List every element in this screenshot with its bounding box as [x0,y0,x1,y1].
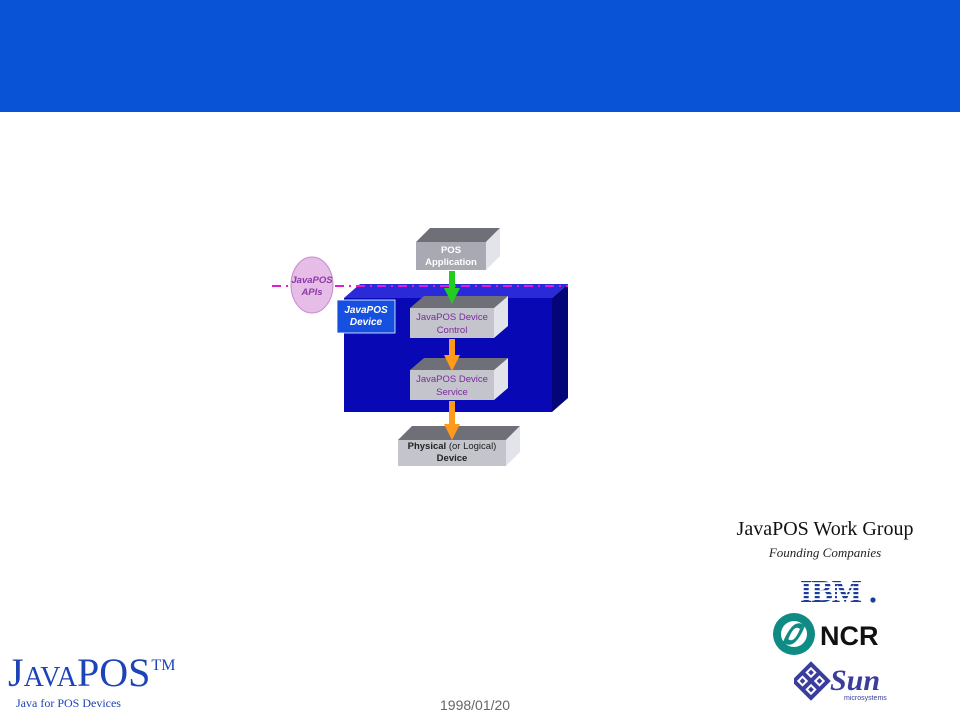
ncr-logo: NCR [773,613,879,655]
sun-logo: Sun microsystems [794,661,887,702]
svg-text:POS: POS [441,245,461,256]
svg-text:JavaPOS: JavaPOS [291,275,333,286]
svg-text:APIs: APIs [300,287,322,298]
javapos-brand-logo: JAVAPOSTM [8,650,176,695]
svg-text:JavaPOS Device: JavaPOS Device [416,374,488,385]
svg-text:microsystems: microsystems [844,695,887,702]
svg-text:NCR: NCR [820,621,879,651]
svg-text:IBM: IBM [800,576,862,606]
device-service-block: JavaPOS Device Service [410,358,508,400]
device-tag: JavaPOS Device [336,299,396,334]
svg-text:Device: Device [350,317,383,328]
svg-text:JavaPOS: JavaPOS [344,305,388,316]
header-band [0,0,960,112]
pos-application-block: POS Application [416,228,500,270]
workgroup-title: JavaPOS Work Group [736,518,914,540]
arrow-control-to-service [444,339,460,371]
sun-diamond-icon [794,661,831,701]
svg-text:Service: Service [436,387,468,398]
footer-date: 1998/01/20 [440,697,511,713]
brand-tagline: Java for POS Devices [16,696,121,710]
svg-text:Application: Application [425,257,477,268]
arrow-service-to-device [444,401,460,440]
physical-device-block: Physical (or Logical) Device [398,426,520,466]
workgroup-block: JavaPOS Work Group Founding Companies [700,518,950,561]
svg-text:Control: Control [437,325,468,336]
arrow-app-to-control [444,271,460,304]
svg-text:Sun: Sun [830,664,880,697]
ibm-logo: IBM [800,576,876,606]
workgroup-subtitle: Founding Companies [768,545,882,560]
apis-bubble: JavaPOS APIs [290,256,334,314]
svg-text:JavaPOS Device: JavaPOS Device [416,312,488,323]
device-control-block: JavaPOS Device Control [410,296,508,338]
svg-text:Physical (or Logical): Physical (or Logical) [408,441,497,452]
svg-text:Device: Device [437,453,468,464]
